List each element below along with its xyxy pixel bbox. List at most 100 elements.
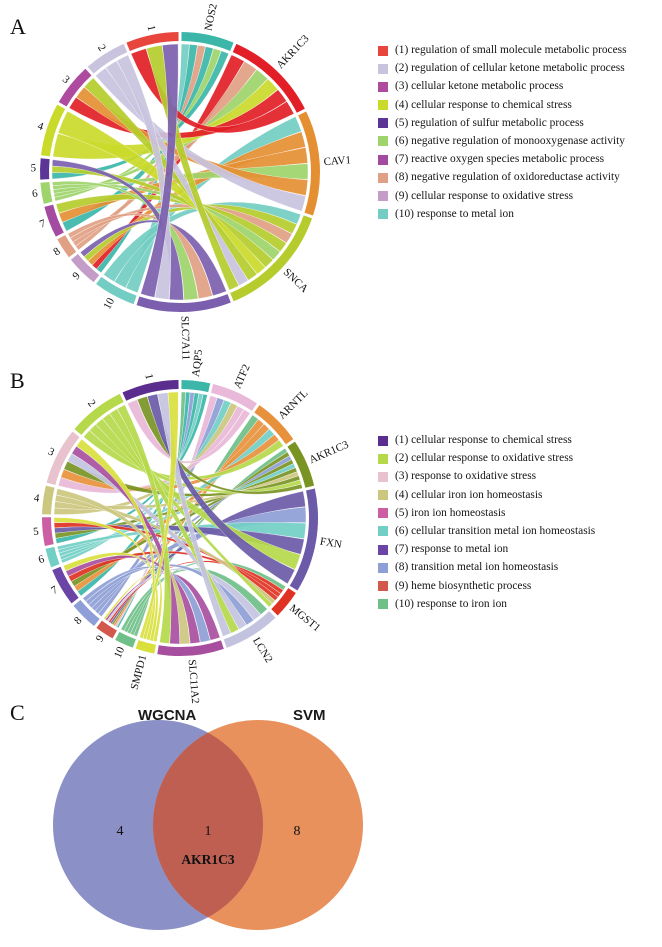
term-number-label: 6	[31, 187, 39, 200]
term-number-label: 2	[95, 42, 108, 53]
gene-label: FXN	[319, 536, 343, 552]
gene-label: SNCA	[281, 266, 311, 295]
legend-row: (1) cellular response to chemical stress	[378, 433, 595, 448]
legend-row: (1) regulation of small molecule metabol…	[378, 43, 627, 58]
legend-row: (5) regulation of sulfur metabolic proce…	[378, 116, 627, 131]
legend-label: (9) heme biosynthetic process	[395, 579, 532, 592]
legend-row: (9) heme biosynthetic process	[378, 579, 595, 594]
legend-label: (6) cellular transition metal ion homeos…	[395, 524, 596, 537]
gene-label: AKR1C3	[274, 32, 312, 71]
panel-c-letter: C	[10, 700, 25, 725]
legend-row: (3) cellular ketone metabolic process	[378, 79, 627, 94]
gene-label: LCN2	[250, 635, 275, 665]
legend-swatch	[378, 136, 388, 147]
legend-label: (3) response to oxidative stress	[395, 470, 537, 483]
legend-row: (6) cellular transition metal ion homeos…	[378, 524, 595, 539]
legend-row: (7) response to metal ion	[378, 542, 595, 557]
legend-label: (10) response to iron ion	[395, 597, 507, 610]
term-number-label: 8	[51, 245, 63, 258]
legend-label: (5) regulation of sulfur metabolic proce…	[395, 116, 584, 129]
legend-row: (7) reactive oxygen species metabolic pr…	[378, 152, 627, 167]
legend-swatch	[378, 508, 388, 519]
legend-swatch	[378, 544, 388, 555]
legend-swatch	[378, 191, 388, 201]
legend-row: (4) cellular response to chemical stress	[378, 98, 627, 113]
term-number-label: 6	[37, 553, 46, 566]
term-number-label: 7	[49, 584, 60, 597]
legend-row: (8) negative regulation of oxidoreductas…	[378, 170, 627, 185]
gene-label: MGST1	[287, 602, 323, 634]
legend-row: (3) response to oxidative stress	[378, 469, 595, 484]
venn-right-title: SVM	[293, 707, 326, 724]
legend-swatch	[378, 435, 388, 446]
term-number-label: 2	[85, 398, 98, 410]
legend-label: (8) negative regulation of oxidoreductas…	[395, 171, 620, 184]
gene-label: ARNTL	[276, 387, 311, 422]
legend-label: (2) regulation of cellular ketone metabo…	[395, 62, 625, 75]
venn-overlap-region	[153, 720, 263, 930]
term-number-label: 4	[33, 492, 41, 505]
legend-label: (9) cellular response to oxidative stres…	[395, 189, 574, 202]
gene-label: CAV1	[323, 154, 351, 168]
term-number-label: 1	[145, 24, 158, 32]
term-number-label: 5	[33, 526, 40, 539]
term-number-label: 1	[142, 373, 155, 381]
legend-row: (10) response to metal ion	[378, 207, 627, 222]
legend-row: (2) regulation of cellular ketone metabo…	[378, 61, 627, 76]
legend-label: (7) reactive oxygen species metabolic pr…	[395, 153, 605, 166]
gene-label: AKR1C3	[308, 438, 351, 466]
term-number-label: 3	[60, 73, 72, 86]
legend-swatch	[378, 471, 388, 482]
legend-swatch	[378, 63, 388, 74]
gene-label: NOS2	[203, 3, 220, 32]
term-number-label: 8	[72, 614, 85, 627]
legend-label: (7) response to metal ion	[395, 543, 509, 556]
legend-swatch	[378, 100, 388, 111]
legend-label: (4) cellular response to chemical stress	[395, 98, 572, 111]
legend-swatch	[378, 154, 388, 165]
gene-label: SLC7A11	[178, 316, 191, 361]
legend-swatch	[378, 599, 388, 610]
legend-swatch	[378, 81, 388, 92]
legend-row: (6) negative regulation of monooxygenase…	[378, 134, 627, 149]
legend-swatch	[378, 118, 388, 129]
legend-row: (8) transition metal ion homeostasis	[378, 560, 595, 575]
legend-row: (4) cellular iron ion homeostasis	[378, 488, 595, 503]
legend-swatch	[378, 526, 388, 537]
legend-label: (4) cellular iron ion homeostasis	[395, 488, 543, 501]
term-number-label: 10	[112, 645, 128, 660]
legend-swatch	[378, 172, 388, 183]
legend-label: (8) transition metal ion homeostasis	[395, 561, 559, 574]
legend-swatch	[378, 581, 388, 591]
legend-row: (2) cellular response to oxidative stres…	[378, 451, 595, 466]
legend-row: (5) iron ion homeostasis	[378, 506, 595, 521]
term-number-label: 5	[30, 162, 36, 174]
venn-overlap-count: 1	[205, 824, 212, 839]
term-number-label: 9	[70, 270, 83, 283]
gene-label: SLC11A2	[186, 659, 201, 704]
legend-b: (1) cellular response to chemical stress…	[378, 433, 595, 615]
legend-label: (2) cellular response to oxidative stres…	[395, 452, 574, 465]
panel-b-letter: B	[10, 368, 25, 393]
legend-swatch	[378, 562, 388, 573]
legend-swatch	[378, 45, 388, 56]
term-number-label: 3	[46, 446, 57, 459]
legend-swatch	[378, 490, 388, 501]
venn-right-count: 8	[294, 824, 301, 839]
term-number-label: 9	[94, 633, 107, 645]
legend-swatch	[378, 453, 388, 464]
legend-label: (10) response to metal ion	[395, 207, 514, 220]
gene-label: AQP5	[190, 348, 205, 377]
legend-label: (5) iron ion homeostasis	[395, 506, 506, 519]
legend-row: (10) response to iron ion	[378, 597, 595, 612]
gene-label: SMPD1	[129, 654, 150, 691]
legend-row: (9) cellular response to oxidative stres…	[378, 189, 627, 204]
panel-a-letter: A	[10, 14, 26, 39]
legend-label: (6) negative regulation of monooxygenase…	[395, 134, 625, 147]
term-number-label: 10	[101, 296, 117, 312]
legend-label: (1) cellular response to chemical stress	[395, 434, 572, 446]
